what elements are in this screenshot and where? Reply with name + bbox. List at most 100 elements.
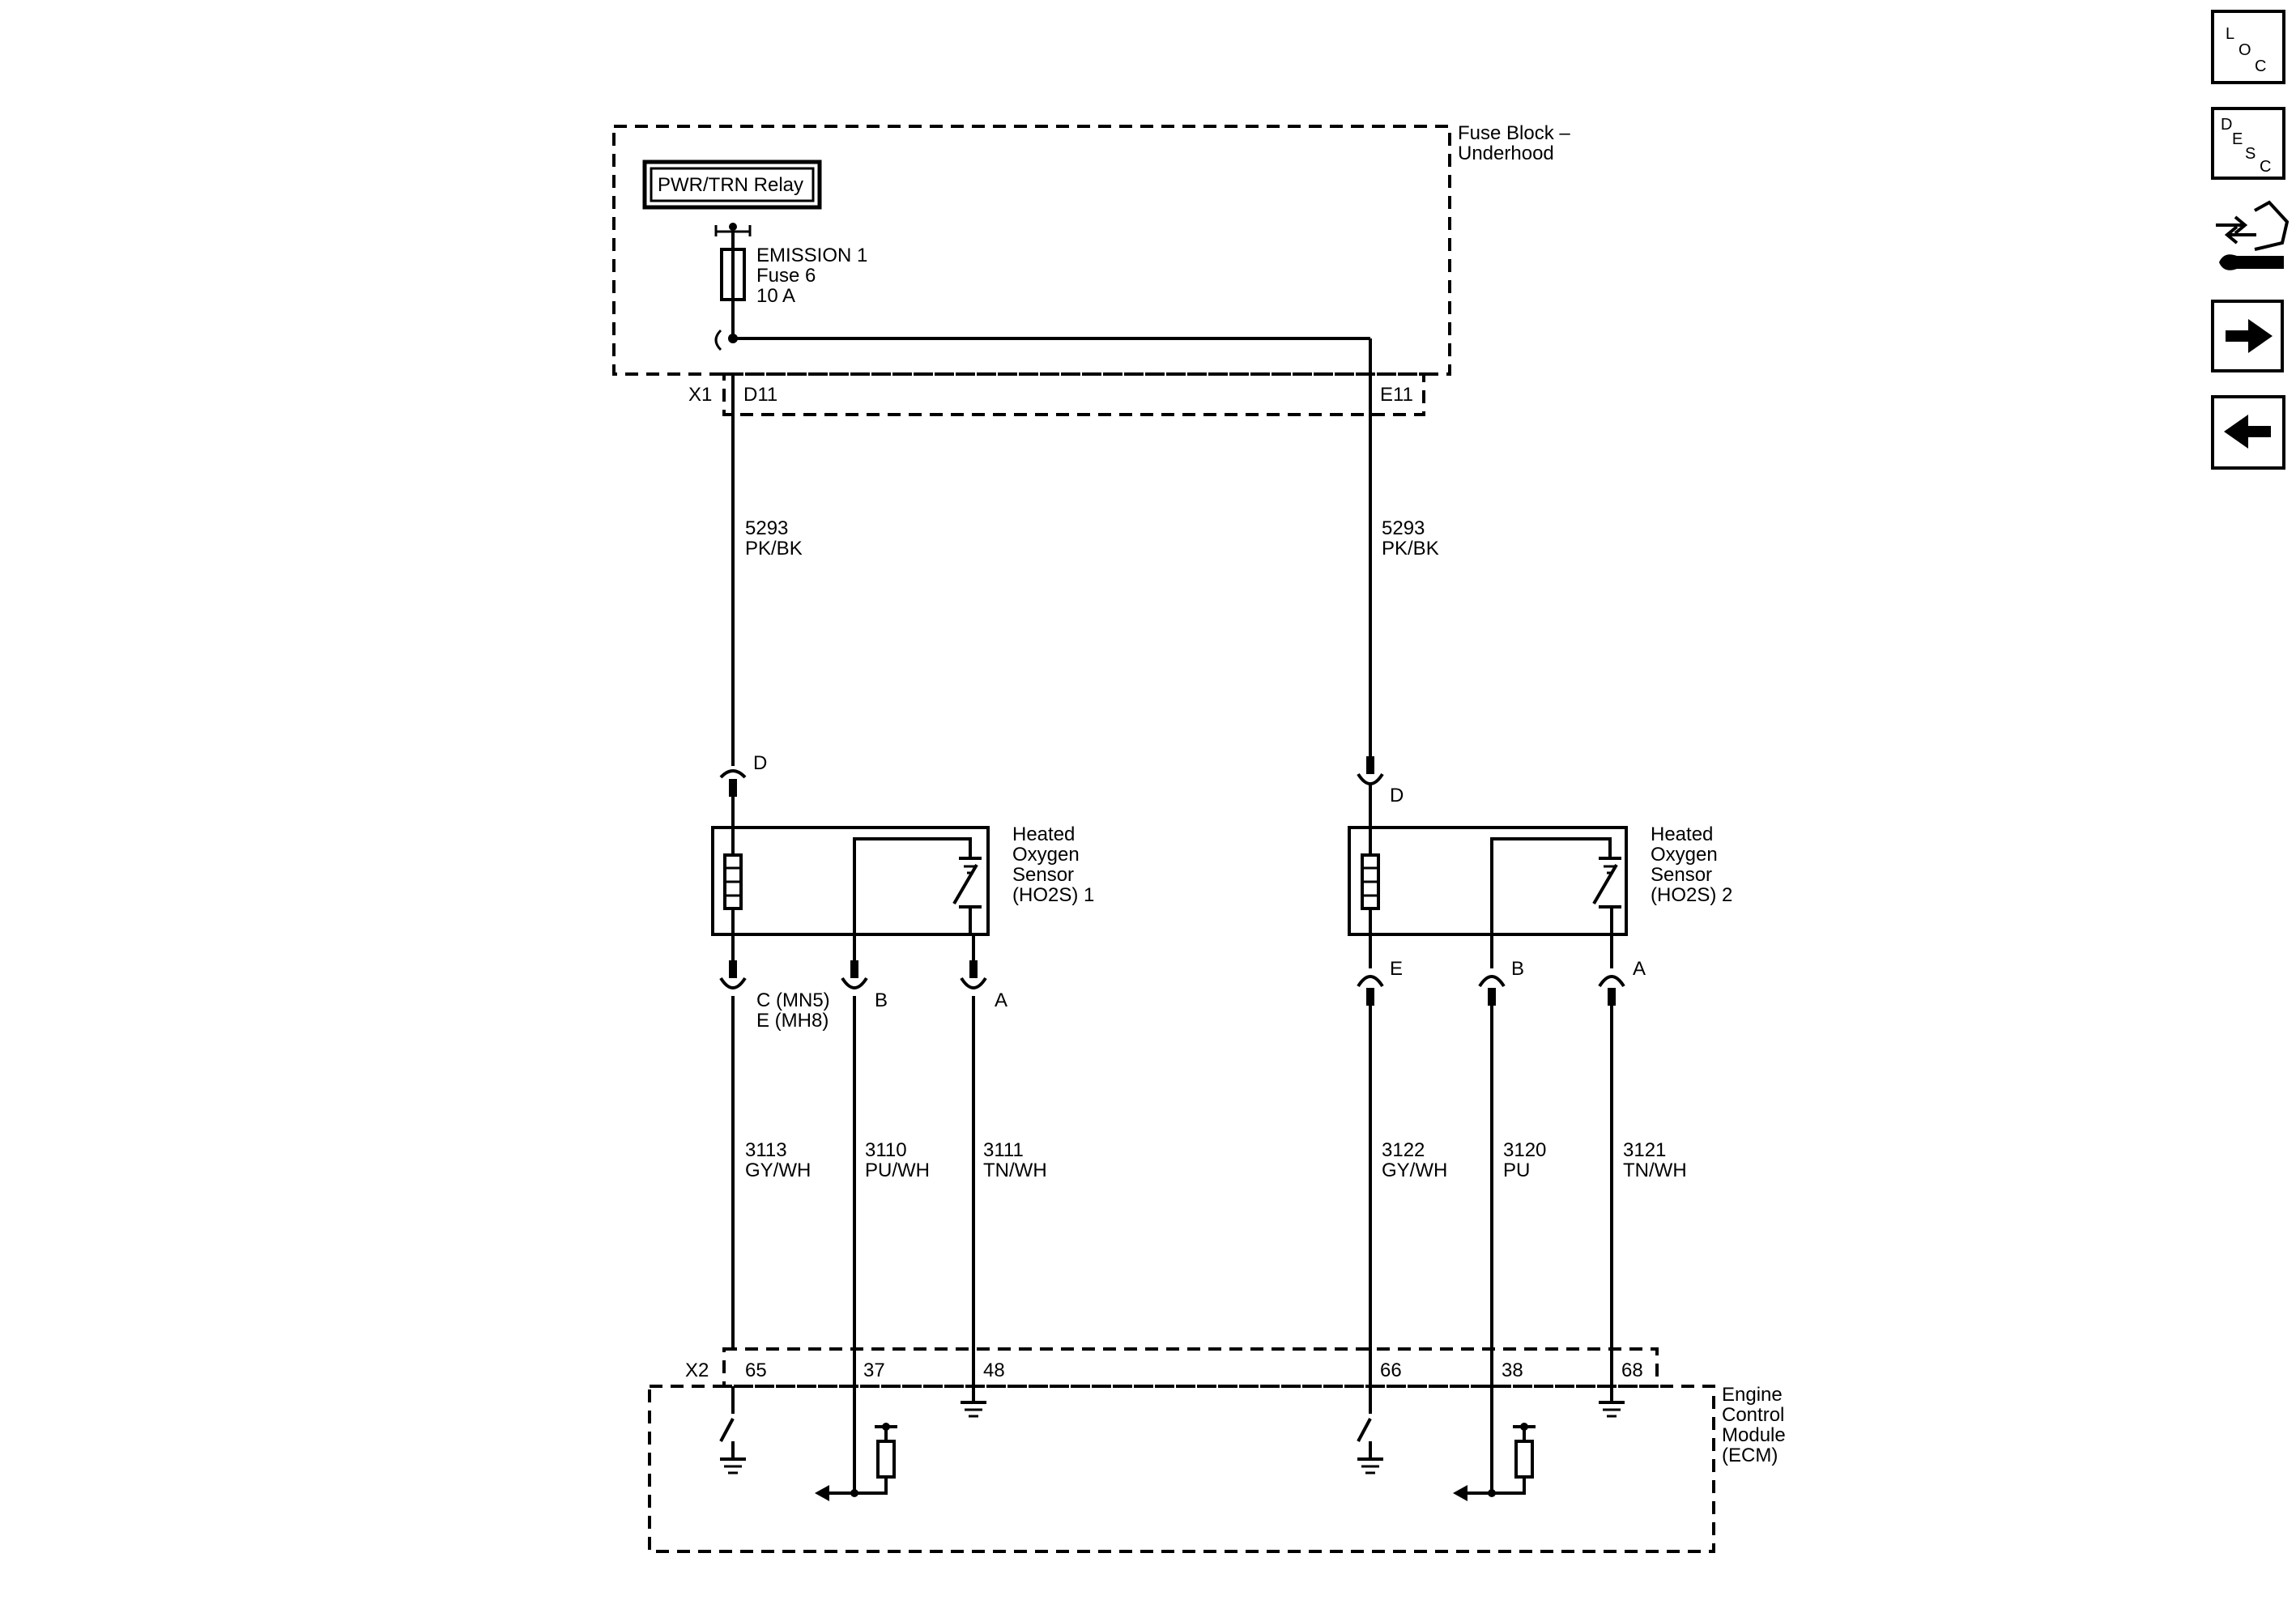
wire-color: TN/WH: [1623, 1160, 1687, 1181]
pin-label-e: E (MH8): [756, 1010, 829, 1032]
relay-label: PWR/TRN Relay: [658, 174, 803, 196]
sensor-2-pin-e: E: [1357, 934, 1403, 1006]
desc-letter-s: S: [2245, 145, 2256, 163]
sensor-1-pin-c: C (MN5) E (MH8): [719, 934, 830, 1032]
sensor-2-name-3: Sensor: [1651, 864, 1712, 886]
sensor-1-name: Heated: [1012, 823, 1075, 845]
wire-color: PU: [1503, 1160, 1530, 1181]
ecm-title-2: Control: [1722, 1404, 1784, 1426]
fuse-block-title: Fuse Block –: [1458, 122, 1570, 144]
previous-page-button[interactable]: [2211, 395, 2285, 470]
pwr-trn-relay: PWR/TRN Relay: [642, 160, 822, 210]
loc-letter-l: L: [2226, 25, 2234, 43]
signal-wire-3121: 3121 TN/WH: [1610, 1006, 1687, 1401]
x2-pin: 48: [983, 1360, 1005, 1381]
feed-wire-right: 5293 PK/BK: [1369, 374, 1439, 756]
pin-label-d: D: [1390, 785, 1404, 806]
wire-circuit: 3111: [983, 1139, 1024, 1161]
arrow-left-icon: [1453, 1485, 1467, 1501]
ecm-signal-input-1: [815, 1423, 897, 1501]
sensor-1-name-3: Sensor: [1012, 864, 1074, 886]
heated-oxygen-sensor-1: D Heated Oxygen Sensor (HO2S) 1 C (MN5) …: [711, 752, 1094, 1032]
arrow-left-icon: [2224, 415, 2271, 449]
wire-color: PK/BK: [745, 538, 803, 560]
connector-x1: X1 D11 E11: [688, 372, 1425, 416]
pin-label-c: C (MN5): [756, 989, 830, 1011]
pin-label-e: E: [1390, 958, 1403, 980]
sensor-2-pin-b: B: [1478, 934, 1524, 1006]
sensor-2-pin-a: A: [1598, 934, 1646, 1006]
sensor-2-name: Heated: [1651, 823, 1713, 845]
wire-color: PU/WH: [865, 1160, 930, 1181]
fuse-rating: 10 A: [756, 285, 795, 307]
desc-button[interactable]: D E S C: [2211, 107, 2285, 180]
arrow-left-icon: [815, 1485, 829, 1501]
sensor-1-name-4: (HO2S) 1: [1012, 884, 1094, 906]
fuse-number: Fuse 6: [756, 265, 816, 287]
resistor: [876, 1440, 896, 1479]
feed-wire-left: 5293 PK/BK: [731, 374, 803, 766]
wire-circuit: 3110: [865, 1139, 907, 1161]
engine-control-module: Engine Control Module (ECM): [648, 1384, 1786, 1553]
switch-arm: [952, 863, 978, 905]
ecm-title: Engine: [1722, 1384, 1783, 1406]
wire-circuit: 5293: [745, 517, 788, 539]
sensor-1-body: [711, 826, 990, 936]
signal-wire-3111: 3111 TN/WH: [972, 996, 1047, 1401]
pin-label-a: A: [1633, 958, 1646, 980]
switch-arm: [1592, 863, 1618, 905]
arrow-right-icon: [2226, 319, 2273, 353]
pin-cavity-d: [1357, 772, 1384, 785]
connector-x2: X2 65 37 48 66 38 68: [685, 1347, 1659, 1388]
wire-circuit: 3113: [745, 1139, 787, 1161]
heated-oxygen-sensor-2: D Heated Oxygen Sensor (HO2S) 2 E: [1348, 756, 1732, 1006]
x1-pin-d11: D11: [743, 384, 777, 406]
x1-label: X1: [688, 384, 712, 406]
sensing-circuit: [853, 837, 972, 934]
sensor-2-name-2: Oxygen: [1651, 844, 1718, 866]
signal-wire-3120: 3120 PU: [1490, 1006, 1546, 1493]
ecm-title-4: (ECM): [1722, 1445, 1778, 1466]
wire-circuit: 5293: [1382, 517, 1425, 539]
x2-pin: 37: [863, 1360, 885, 1381]
next-page-button[interactable]: [2211, 300, 2284, 372]
sensor-1-pin-a: A: [960, 934, 1007, 1011]
x2-pin: 68: [1621, 1360, 1643, 1381]
fuse-name: EMISSION 1: [756, 245, 867, 266]
loc-letter-o: O: [2238, 41, 2251, 59]
sensing-circuit: [1490, 837, 1612, 934]
sensor-2-name-4: (HO2S) 2: [1651, 884, 1732, 906]
signal-wire-3113: 3113 GY/WH: [731, 996, 811, 1351]
connector-tools-icon[interactable]: [2216, 200, 2290, 270]
wire-color: PK/BK: [1382, 538, 1439, 560]
fuse-block-underhood: Fuse Block – Underhood PWR/TRN Relay EMI…: [612, 122, 1570, 376]
ecm-signal-input-2: [1453, 1423, 1536, 1501]
ecm-heater-control-2: [1357, 1386, 1383, 1474]
x2-label: X2: [685, 1360, 709, 1381]
wire-circuit: 3122: [1382, 1139, 1425, 1161]
splice-mark: [714, 329, 722, 351]
sensor-1-name-2: Oxygen: [1012, 844, 1080, 866]
ecm-title-3: Module: [1722, 1424, 1786, 1446]
resistor: [1514, 1440, 1534, 1479]
sensor-1-pin-b: B: [841, 934, 888, 1011]
loc-letter-c: C: [2255, 57, 2266, 75]
x1-pin-e11: E11: [1380, 384, 1413, 406]
wire-color: GY/WH: [1382, 1160, 1447, 1181]
ecm-low-reference-2: [1599, 1401, 1625, 1418]
x2-pin: 65: [745, 1360, 767, 1381]
ecm-outline: [648, 1385, 1715, 1553]
signal-wire-3122: 3122 GY/WH: [1369, 1006, 1447, 1411]
sensor-2-body: [1348, 826, 1628, 936]
pin-label-a: A: [995, 989, 1007, 1011]
ecm-low-reference-1: [961, 1401, 986, 1418]
pin-label-d: D: [753, 752, 767, 774]
wire-color: GY/WH: [745, 1160, 811, 1181]
x2-pin: 38: [1502, 1360, 1523, 1381]
ecm-heater-control-1: [719, 1386, 746, 1474]
wire-color: TN/WH: [983, 1160, 1047, 1181]
wire-circuit: 3120: [1503, 1139, 1546, 1161]
loc-button[interactable]: L O C: [2211, 10, 2285, 84]
x2-pin: 66: [1380, 1360, 1402, 1381]
